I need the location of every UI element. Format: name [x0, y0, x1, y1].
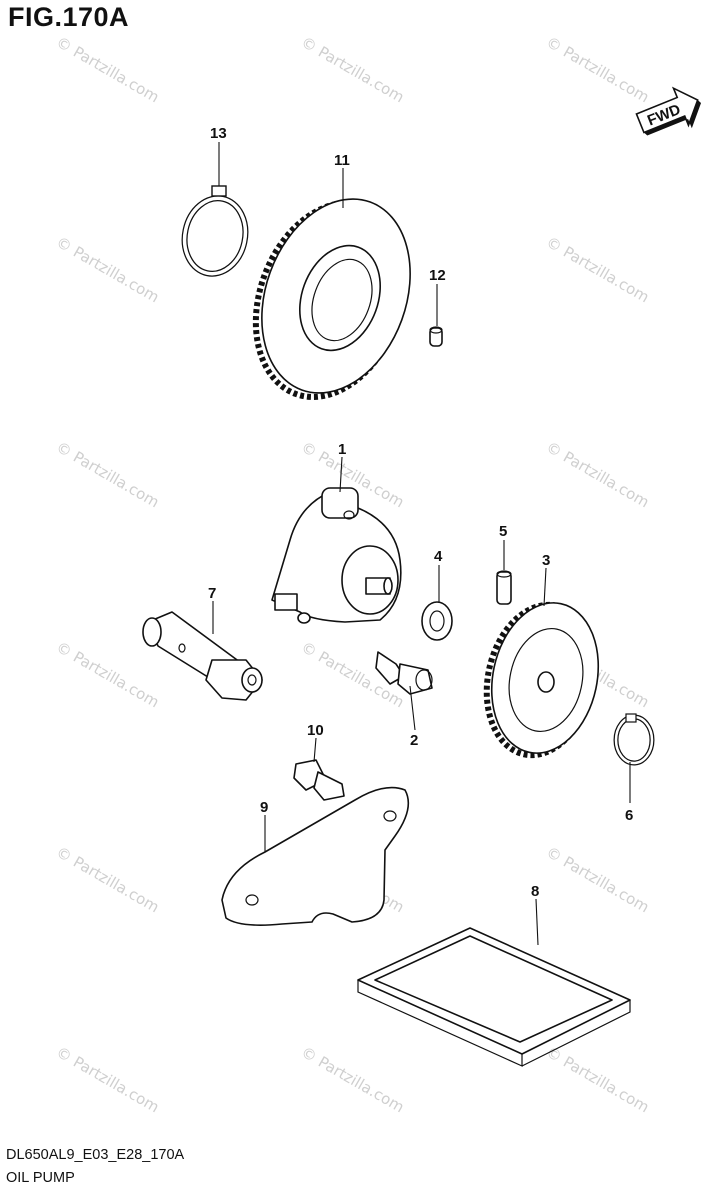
plate-part-9 — [221, 786, 410, 926]
watermark: © Partzilla.com — [543, 1043, 652, 1116]
bolt-part-2 — [375, 651, 433, 695]
callout-13: 13 — [210, 125, 227, 142]
watermark: © Partzilla.com — [298, 1043, 407, 1116]
circlip-small-part-6 — [613, 713, 655, 766]
callout-6: 6 — [625, 807, 633, 824]
callout-10: 10 — [307, 722, 324, 739]
watermark: © Partzilla.com — [53, 843, 162, 916]
callout-9: 9 — [260, 799, 268, 816]
shaft-fitting-part-7 — [142, 611, 263, 701]
watermark: © Partzilla.com — [298, 33, 407, 106]
callout-4: 4 — [434, 548, 443, 565]
callout-leaders — [212, 142, 631, 946]
gasket-part-8 — [357, 927, 631, 1067]
watermark: © Partzilla.com — [53, 33, 162, 106]
circlip-large-part-13 — [181, 185, 249, 277]
callout-3: 3 — [542, 552, 550, 569]
watermark: © Partzilla.com — [543, 33, 652, 106]
watermark: © Partzilla.com — [543, 843, 652, 916]
watermark: © Partzilla.com — [53, 1043, 162, 1116]
callout-7: 7 — [208, 585, 216, 602]
callout-11: 11 — [334, 152, 350, 169]
pin-part-12 — [429, 326, 443, 347]
callout-8: 8 — [531, 883, 539, 900]
watermark: © Partzilla.com — [53, 233, 162, 306]
section-name: OIL PUMP — [6, 1170, 75, 1186]
bolt-part-10 — [293, 759, 345, 801]
oil-pump-drive-gear-part-11 — [252, 198, 411, 400]
figure-title: FIG.170A — [8, 2, 130, 32]
oil-pump-body-part-1 — [271, 487, 402, 624]
model-code: DL650AL9_E03_E28_170A — [6, 1147, 185, 1163]
washer-part-4 — [421, 601, 453, 641]
watermark: © Partzilla.com — [543, 233, 652, 306]
watermark: © Partzilla.com — [543, 438, 652, 511]
callout-1: 1 — [338, 441, 346, 458]
callout-2: 2 — [410, 732, 418, 749]
callout-5: 5 — [499, 523, 507, 540]
callout-labels: 13 11 12 1 4 5 3 7 2 6 10 9 8 — [208, 125, 633, 900]
oil-pump-driven-gear-part-3 — [483, 601, 600, 759]
pin-part-5 — [496, 570, 512, 605]
callout-12: 12 — [429, 267, 446, 284]
watermark: © Partzilla.com — [53, 638, 162, 711]
watermark: © Partzilla.com — [53, 438, 162, 511]
